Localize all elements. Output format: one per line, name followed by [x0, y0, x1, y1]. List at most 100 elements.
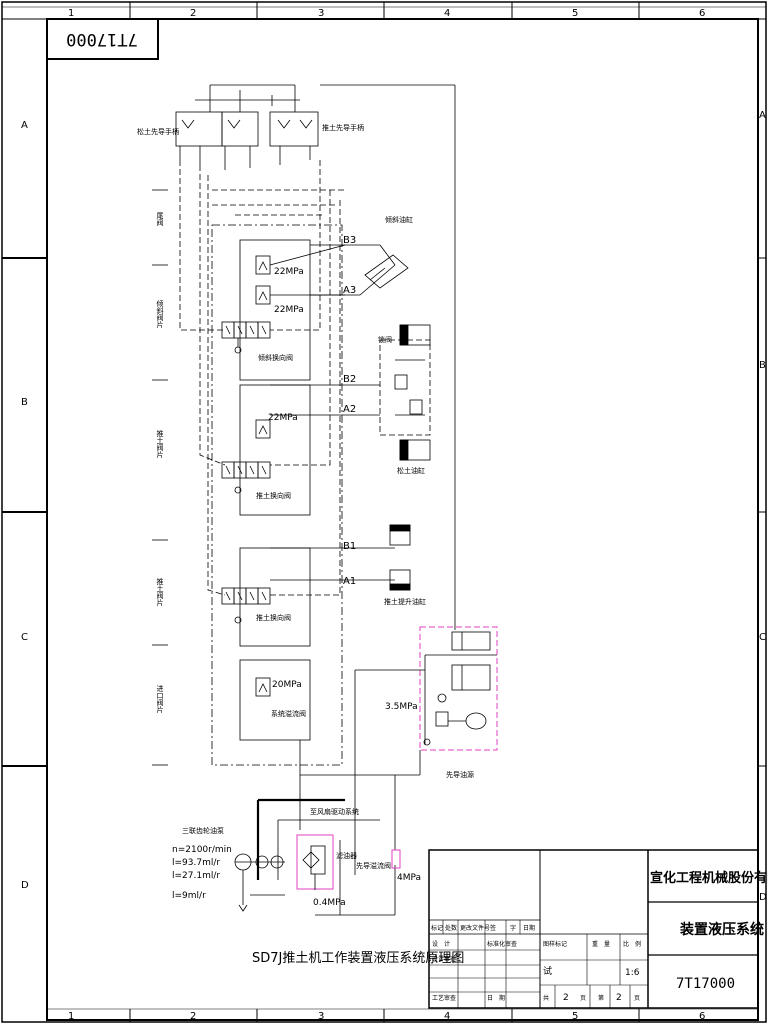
pump-spec-disp-2: l=27.1ml/r [172, 871, 220, 881]
pressure-20: 20MPa [272, 680, 302, 690]
accumulator-icon [465, 712, 487, 730]
pump-spec-disp-3: l=9ml/r [172, 891, 206, 901]
drawing-caption: SD7J推土机工作装置液压系统原理图 [252, 951, 464, 966]
grid-col-5: 5 [572, 8, 578, 19]
grid-col-1-bottom: 1 [68, 1011, 74, 1022]
grid-row-d-right: D [759, 892, 767, 903]
blade-reversing-valve-label: 推土换向阀 [256, 613, 291, 622]
blade-valve-section-label: 推土阀片 [156, 577, 164, 607]
valve-bank-outline [211, 224, 343, 766]
tilt-cylinder-label: 倾斜油缸 [385, 215, 413, 224]
lift-valve-section-label: 推土阀片 [156, 429, 164, 459]
pressure-22-c: 22MPa [268, 413, 298, 423]
pilot-circuit [354, 631, 497, 875]
grid-col-6: 6 [699, 8, 705, 19]
company-name: 宣化工程机械股份有限公司 [650, 870, 768, 886]
grid-col-6-bottom: 6 [699, 1011, 705, 1022]
pilot-handles [175, 84, 319, 170]
title-block [428, 849, 759, 1009]
pressure-04: 0.4MPa [313, 898, 346, 908]
grid-col-3-bottom: 3 [318, 1011, 324, 1022]
pilot-accumulator-label: 先导油源 [446, 770, 474, 779]
spool-valve-icon [451, 631, 491, 651]
pump-group [234, 775, 396, 916]
cylinder-icon [364, 254, 409, 289]
sheet-unit-1: 页 [580, 995, 586, 1002]
a2-port: A2 [343, 404, 356, 415]
sign-design: 设 计 [432, 940, 450, 948]
relief-valve-icon [255, 255, 271, 275]
grid-row-a: A [21, 120, 28, 131]
grid-row-d: D [21, 880, 29, 891]
filter-label: 滤油器 [336, 851, 357, 860]
rev-header-mark: 标记 [431, 924, 443, 932]
std-check: 标准化审查 [487, 940, 517, 948]
drawing-number-box: 7T17000 [46, 18, 159, 60]
pressure-35: 3.5MPa [385, 702, 418, 712]
pressure-4: 4MPa [397, 873, 421, 883]
grid-row-a-right: A [759, 110, 766, 121]
b1-port: B1 [343, 541, 356, 552]
stage-header-mark: 图样标记 [543, 940, 567, 948]
check-valve-icon [409, 399, 423, 415]
grid-col-2-bottom: 2 [190, 1011, 196, 1022]
pilot-circuit-highlight [419, 626, 498, 751]
filter-icon [302, 845, 326, 890]
system-relief-valve-label: 系统溢流阀 [271, 709, 306, 718]
drawing-number-inverted: 7T17000 [66, 29, 138, 49]
spool-valve-icon [221, 321, 271, 339]
rev-header-char: 字 [510, 924, 516, 932]
grid-col-3: 3 [318, 8, 324, 19]
lift-reversing-valve-label: 推土换向阀 [256, 491, 291, 500]
tilt-reversing-valve-label: 倾斜换向阀 [258, 353, 293, 362]
sheet-total: 2 [563, 993, 569, 1003]
grid-col-5-bottom: 5 [572, 1011, 578, 1022]
lift-section [221, 384, 380, 516]
blade-lift-cylinder-label: 推土提升油缸 [384, 597, 426, 606]
ripper-cylinder-group [379, 324, 431, 461]
grid-row-b-right: B [759, 360, 766, 371]
left-grid-ruler: A B C D [2, 120, 47, 891]
blade-pilot-handle-label: 推土先导手柄 [322, 123, 364, 132]
ripper-pilot-handle-label: 松土先导手柄 [137, 127, 179, 136]
pump-spec-speed: n=2100r/min [172, 845, 232, 855]
sheet-unit-2: 页 [634, 995, 640, 1002]
b2-port: B2 [343, 374, 356, 385]
section-markers [152, 189, 168, 766]
rev-header-doc: 更改文件号 [460, 924, 490, 932]
b3-port: B3 [343, 235, 356, 246]
rev-header-sign: 签 [490, 924, 496, 932]
relief-valve-icon [255, 677, 271, 697]
inlet-section [239, 659, 421, 795]
sheet-no-label: 第 [598, 994, 604, 1002]
drawing-number: 7T17000 [676, 976, 735, 992]
date-label: 日 期 [487, 994, 505, 1002]
pump-spec-disp-1: l=93.7ml/r [172, 858, 220, 868]
scale-value: 1:6 [625, 968, 640, 978]
rear-valve-label: 尾阀 [156, 212, 164, 227]
bottom-grid-ruler: 1 2 3 4 5 6 [47, 1008, 758, 1022]
stage-header-weight: 重 量 [592, 940, 610, 948]
pilot-relief-highlight [391, 849, 401, 869]
rev-header-date: 日期 [523, 924, 535, 932]
grid-row-c: C [21, 632, 28, 643]
stage-value: 试 [543, 965, 552, 977]
relief-valve-icon [255, 285, 271, 305]
grid-col-4-bottom: 4 [444, 1011, 450, 1022]
to-steering-label: 至风扇驱动系统 [310, 807, 359, 816]
rev-header-count: 处数 [445, 924, 457, 932]
drawing-name: 装置液压系统 [679, 921, 764, 938]
check-valve-icon [394, 374, 408, 390]
a1-port: A1 [343, 576, 356, 587]
tilt-valve-section-label: 倾斜阀片 [156, 299, 164, 329]
right-grid-ruler: A B C D [758, 110, 767, 903]
pilot-relief-label: 先导溢流阀 [356, 861, 391, 870]
sign-process-review: 工艺审查 [432, 994, 456, 1002]
stage-header-scale: 比 例 [623, 940, 641, 948]
top-grid-ruler: 1 2 3 4 5 6 [2, 2, 766, 20]
relief-valve-icon [255, 419, 271, 439]
sign-design-review: 设计审查 [432, 955, 456, 963]
pressure-22-a: 22MPa [274, 267, 304, 277]
tilt-section [221, 239, 396, 381]
